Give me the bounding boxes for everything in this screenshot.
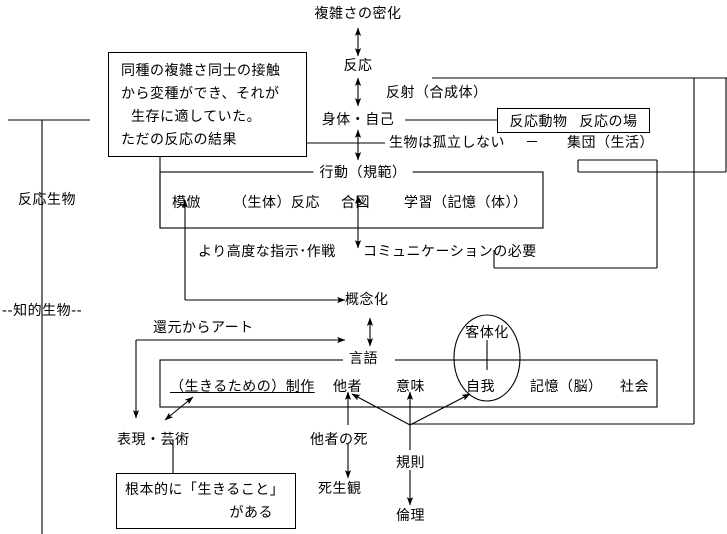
language-item-4: 記憶（脳）	[530, 379, 603, 395]
node-reduction-to-art: 還元からアート	[153, 320, 254, 336]
note-top-line-2: 生存に適していた。	[131, 109, 262, 125]
node-behavior-norm: 行動（規範）	[313, 165, 413, 181]
node-communication: コミュニケーションの必要	[363, 244, 537, 260]
node-higher-order: より高度な指示･作戦	[198, 244, 336, 260]
language-item-5: 社会	[620, 379, 649, 395]
connector-production-expression	[164, 396, 194, 421]
reaction-animal-item1: 反応動物	[509, 113, 568, 130]
node-view-of-death: 死生観	[318, 481, 362, 497]
language-item-0: （生きるための）制作	[170, 379, 315, 395]
node-language: 言語	[345, 351, 382, 367]
left-label-reactive-organism: 反応生物	[18, 192, 76, 208]
note-top-line-3: ただの反応の結果	[121, 132, 237, 148]
objectification-ellipse	[453, 314, 521, 402]
node-not-isolated: 生物は孤立しない	[389, 135, 505, 151]
node-expression-art: 表現・芸術	[117, 432, 190, 448]
node-reflection: 反射（合成体）	[386, 85, 488, 101]
node-dash: －	[525, 135, 540, 151]
reaction-animal-item2: 反応の場	[579, 113, 638, 130]
node-objectification: 客体化	[465, 325, 509, 341]
note-top-line-1: から変種ができ、それが	[121, 86, 280, 102]
note-top-line-0: 同種の複雑さ同士の接触	[121, 63, 281, 79]
connector-rule-to-self	[409, 393, 471, 426]
language-item-2: 意味	[396, 379, 425, 395]
node-conceptualization: 概念化	[345, 292, 389, 308]
behavior-item-0: 模倣	[172, 195, 201, 211]
connector-rule-to-other	[351, 393, 411, 426]
node-ethics: 倫理	[396, 508, 425, 524]
language-item-1: 他者	[333, 379, 362, 395]
node-density: 複雑さの密化	[314, 6, 402, 22]
reaction-animal-box: 反応動物 反応の場	[497, 108, 650, 133]
behavior-item-1: （生体）反応	[233, 195, 320, 211]
node-body-self: 身体・自己	[321, 112, 395, 128]
node-group-life: 集団（生活）	[567, 135, 654, 151]
left-label-intelligent-organism: --知的生物--	[2, 303, 83, 319]
note-box-top: 同種の複雑さ同士の接触 から変種ができ、それが 生存に適していた。 ただの反応の…	[108, 52, 307, 157]
note-box-bottom: 根本的に「生きること」 がある	[116, 473, 296, 529]
node-rule: 規則	[396, 455, 425, 471]
behavior-item-3: 学習（記憶（体））	[404, 195, 528, 211]
node-reaction: 反応	[343, 58, 373, 74]
note-bottom-line-0: 根本的に「生きること」	[125, 482, 285, 498]
behavior-item-2: 合図	[341, 195, 370, 211]
language-item-3: 自我	[466, 379, 495, 395]
note-bottom-line-1: がある	[229, 505, 273, 521]
node-other-death: 他者の死	[310, 432, 368, 448]
